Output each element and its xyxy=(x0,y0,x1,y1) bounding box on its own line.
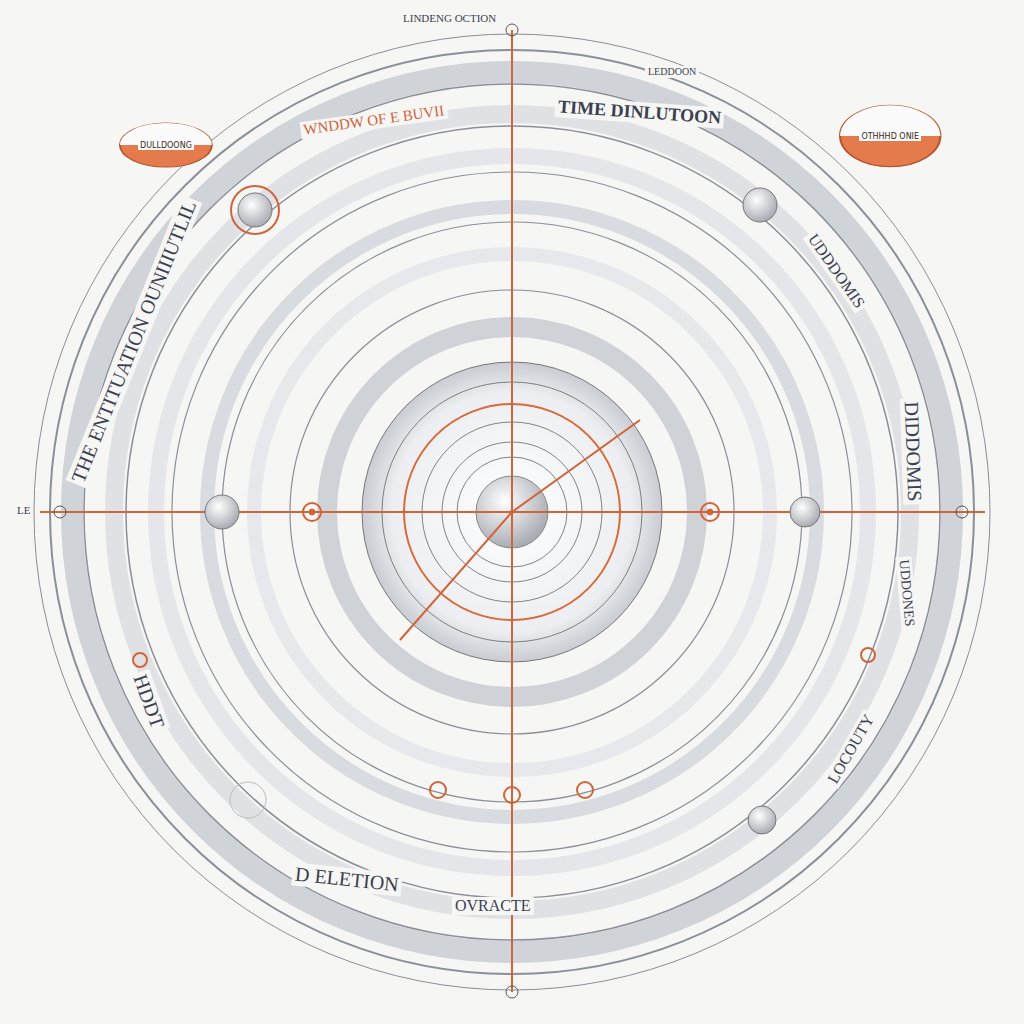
ring-label: THE ENTITUATION OUNIIIUTLIL xyxy=(66,194,203,488)
ring-label: OVRACTE xyxy=(452,897,534,915)
orb-text: OTHHHD ONIE xyxy=(859,132,921,141)
ring-label: LINDENG OCTION xyxy=(400,12,499,25)
orb-badge: DULLDOONG xyxy=(118,122,214,168)
ring-label: LEDDOON xyxy=(645,66,699,78)
orb-text: DULLDOONG xyxy=(138,141,194,150)
ring-label: DIDDOMIS xyxy=(900,398,927,505)
ring-label: LE xyxy=(14,504,33,517)
orb-badge: OTHHHD ONIE xyxy=(838,104,942,168)
